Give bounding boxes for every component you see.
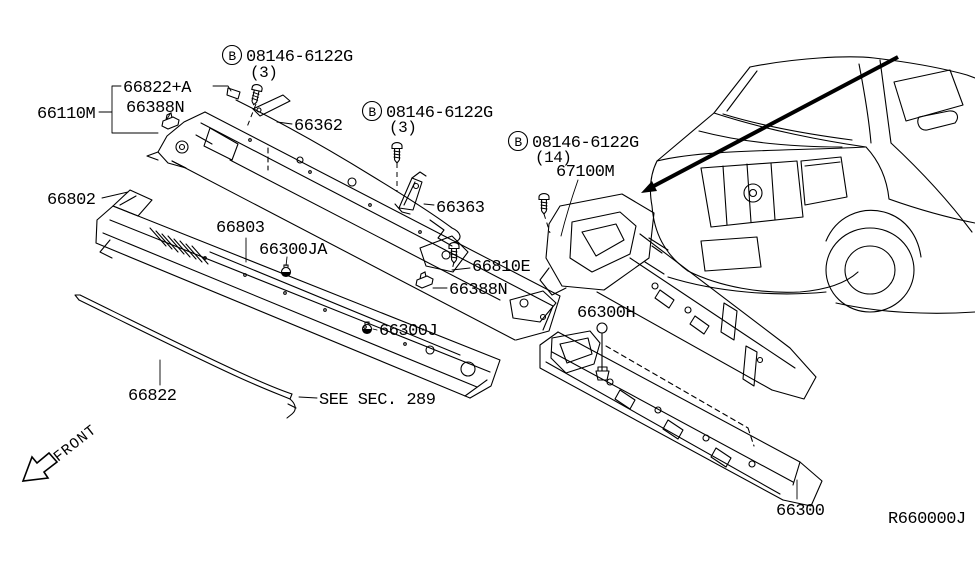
- part-label-66810E[interactable]: 66810E: [472, 258, 531, 277]
- seal-plus-a-clip-drawing: [226, 87, 241, 100]
- seal-clip-lower-icon: [415, 271, 434, 289]
- assembly-alignment-lines: [605, 345, 755, 447]
- part-label-66300J[interactable]: 66300J: [379, 322, 438, 341]
- fastener-part-number[interactable]: 08146-6122G: [386, 104, 494, 123]
- part-drawing-dash-upper-panel: [596, 233, 817, 400]
- circled-b-icon: [507, 130, 529, 152]
- part-label-66388N-lower[interactable]: 66388N: [449, 281, 508, 300]
- bracket-66363-drawing: [394, 171, 427, 215]
- bracket-66362-drawing: [252, 94, 291, 117]
- vehicle-front-illustration: [649, 56, 975, 314]
- fastener-symbol: B: [514, 135, 522, 150]
- see-section-note[interactable]: SEE SEC. 289: [319, 391, 436, 410]
- diagram-ref-code: R660000J: [888, 510, 966, 529]
- screw-icon-3: [538, 193, 550, 215]
- part-label-66110M[interactable]: 66110M: [37, 105, 96, 124]
- front-label: FRONT: [51, 422, 101, 466]
- leader-bolt-66810E: [451, 261, 455, 271]
- fastener-qty: (14): [535, 149, 571, 167]
- circled-b-icon: [221, 44, 243, 66]
- circled-b-icon: [361, 100, 383, 122]
- fastener-qty: (3): [389, 119, 416, 137]
- leader-lines: [98, 85, 798, 500]
- fastener-part-number[interactable]: 08146-6122G: [532, 134, 640, 153]
- part-label-66803[interactable]: 66803: [216, 219, 265, 238]
- fastener-callout-2: B 08146-6122G (3): [361, 100, 494, 137]
- part-drawing-cowl-top-66300: [539, 330, 823, 507]
- leader-screw-3: [543, 213, 551, 234]
- part-label-66822A[interactable]: 66822+A: [123, 79, 193, 98]
- fastener-symbol: B: [228, 49, 236, 64]
- screw-icon-1: [248, 83, 264, 107]
- part-label-66363[interactable]: 66363: [436, 199, 485, 218]
- part-label-66802[interactable]: 66802: [47, 191, 96, 210]
- nut-66300H-icon: [596, 322, 608, 372]
- fastener-symbol: B: [368, 105, 376, 120]
- part-label-66300H[interactable]: 66300H: [577, 304, 636, 323]
- fastener-callout-1: B 08146-6122G (3): [221, 44, 354, 82]
- fastener-part-number[interactable]: 08146-6122G: [246, 48, 354, 67]
- part-label-66300[interactable]: 66300: [776, 502, 825, 521]
- part-label-67100M[interactable]: 67100M: [556, 163, 615, 182]
- screw-icon-2: [391, 142, 403, 164]
- fastener-qty: (3): [250, 64, 277, 82]
- part-drawing-weatherstrip: [74, 294, 297, 419]
- part-drawing-cowl-side: [539, 193, 669, 296]
- part-label-66300JA[interactable]: 66300JA: [259, 241, 329, 260]
- fastener-callout-3: B 08146-6122G (14): [507, 130, 640, 167]
- grommet-ja-icon: [280, 264, 292, 278]
- front-arrow-icon: [21, 451, 59, 482]
- front-direction-indicator: FRONT: [21, 422, 101, 482]
- part-label-66822[interactable]: 66822: [128, 387, 177, 406]
- part-drawing-cowl-top-unit: [146, 99, 561, 341]
- location-arrow-icon: [641, 55, 899, 193]
- part-drawing-cowl-grille: [95, 189, 501, 399]
- part-label-66388N-upper[interactable]: 66388N: [126, 99, 185, 118]
- part-label-66362[interactable]: 66362: [294, 117, 343, 136]
